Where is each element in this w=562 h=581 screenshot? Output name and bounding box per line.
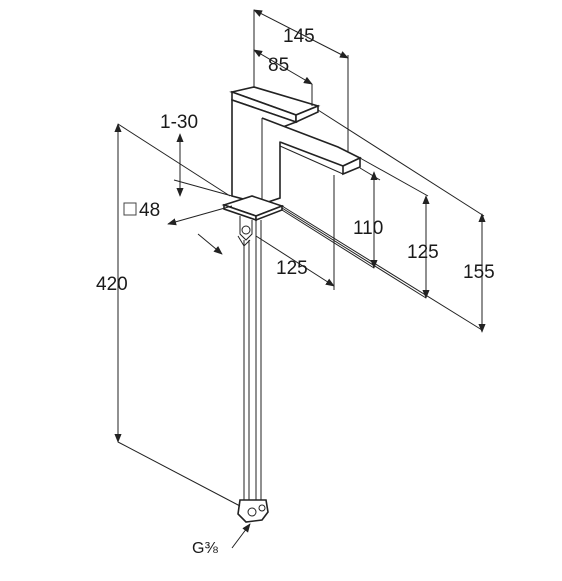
thread-size-label: G⅜: [192, 540, 218, 557]
dimension-lines: [114, 9, 486, 549]
dim-145-label: 145: [283, 26, 315, 47]
dim-85-label: 85: [268, 55, 289, 76]
faucet-outline: [221, 86, 362, 523]
dim-125-height-label: 125: [407, 242, 439, 263]
dim-48-label: 48: [139, 200, 160, 221]
square-symbol-icon: [123, 202, 137, 216]
dim-125-reach-label: 125: [276, 258, 308, 279]
dim-155-label: 155: [463, 262, 495, 283]
dim-48-group: 48: [123, 200, 160, 221]
dim-420-label: 420: [96, 274, 128, 295]
dim-1-30-label: 1-30: [160, 112, 198, 133]
dim-110-label: 110: [353, 218, 383, 239]
